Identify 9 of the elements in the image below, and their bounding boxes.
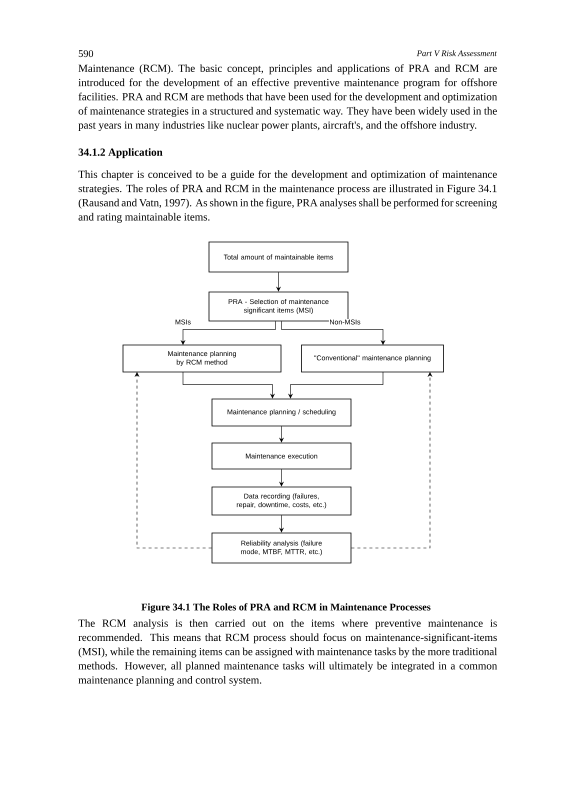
page-number: 590 bbox=[78, 50, 94, 58]
arrow bbox=[281, 321, 386, 345]
paragraph: Maintenance (RCM). The basic concept, principles and applications of PRA and RCM are introduced for the development of an effective preventive maintenance program for offshore facilities. PRA and RCM are methods that have been used for the development and optimization of maintenance strategies in a structured and systematic way. They have been widely used in the past years in many industries like nuclear power plants, aircraft's, and the offshore industry. bbox=[78, 64, 498, 132]
section-heading: 34.1.2 Application bbox=[78, 148, 163, 158]
paragraph: The RCM analysis is then carried out on the items where preventive maintenance is recommended. This means that RCM process should focus on maintenance-significant-items (MSI), while the remaining items can be assigned with maintenance tasks by the more traditional methods. However, all planned maintenance tasks will ultimately be integrated in a common maintenance planning and control system. bbox=[78, 619, 498, 686]
running-header: Part V Risk Assessment bbox=[416, 50, 497, 56]
paragraph: This chapter is conceived to be a guide for the development and optimization of maintenance strategies. The roles of PRA and RCM in the maintenance process are illustrated in Figure 34.1 (Rausand and Vatn, 1997). As shown in the figure, PRA analyses shall be performed for screening and rating maintainable items. bbox=[78, 170, 497, 223]
arrow bbox=[134, 372, 212, 548]
figure-caption: Figure 34.1 The Roles of PRA and RCM in Maintenance Processes bbox=[141, 603, 430, 613]
